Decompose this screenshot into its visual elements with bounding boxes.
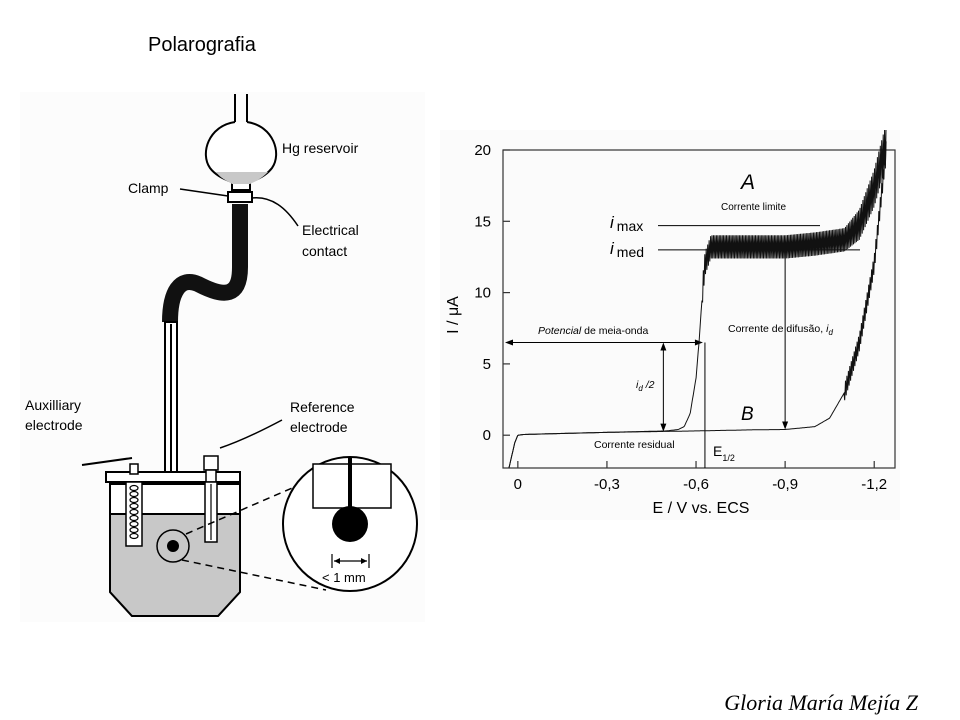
- y-tick-label: 0: [483, 427, 491, 444]
- polarogram-chart: 0 5 10 15 20 0 -0,3 -0,6 -0,9 -1,2 I / μA E / V …: [440, 123, 900, 520]
- label-reference-electrode: Reference: [290, 399, 355, 415]
- label-corrente-residual: Corrente residual: [594, 439, 675, 451]
- author-signature: Gloria María Mejía Z: [724, 690, 918, 715]
- label-clamp: Clamp: [128, 180, 169, 196]
- arrowheads: [782, 421, 789, 430]
- magnified-drop-view: [282, 456, 418, 592]
- guide-lines: [505, 225, 860, 468]
- plot-area: [502, 149, 896, 469]
- x-tick-label: -1,2: [861, 476, 887, 493]
- x-tick-label: -0,6: [683, 476, 709, 493]
- x-axis-label: E / V vs. ECS: [653, 500, 750, 517]
- x-tick-label: -0,3: [594, 476, 620, 493]
- apparatus-diagram: Hg reservoir Clamp Electrical contact Au…: [20, 92, 425, 622]
- curve-b: [508, 141, 887, 469]
- label-corrente-limite: Corrente limite: [721, 202, 786, 213]
- label-hg-reservoir: Hg reservoir: [282, 140, 359, 156]
- y-axis: 0 5 10 15 20: [474, 142, 510, 444]
- label-scale: < 1 mm: [322, 570, 366, 585]
- x-tick-label: -0,9: [772, 476, 798, 493]
- x-axis: 0 -0,3 -0,6 -0,9 -1,2: [514, 461, 887, 493]
- y-tick-label: 10: [474, 285, 491, 302]
- label-auxiliary-electrode: Auxilliary: [25, 397, 81, 413]
- y-axis-label: I / μA: [445, 296, 462, 334]
- label-potencial-meia-onda: Potencial de meia-onda: [538, 325, 648, 337]
- clamp: [227, 191, 253, 203]
- curve-a-letter: A: [739, 171, 755, 194]
- y-tick-label: 5: [483, 356, 491, 373]
- label-corrente-difusao: Corrente de difusão,id: [728, 323, 834, 337]
- curve-b-letter: B: [741, 404, 754, 425]
- y-tick-label: 20: [474, 142, 491, 159]
- label-electrical-contact: Electrical: [302, 222, 359, 238]
- x-tick-label: 0: [514, 476, 522, 493]
- label-electrical-contact-2: contact: [302, 243, 347, 259]
- curves: [508, 123, 887, 469]
- mercury-drop-small: [156, 529, 190, 563]
- y-tick-label: 15: [474, 213, 491, 230]
- label-reference-electrode-2: electrode: [290, 419, 348, 435]
- slide-title: Polarografia: [148, 34, 256, 56]
- label-id-half: id /2: [636, 379, 655, 393]
- auxiliary-electrode: [125, 463, 143, 547]
- label-e-half: E1/2: [713, 443, 735, 463]
- hg-reservoir: [205, 94, 277, 191]
- reference-electrode: [203, 455, 219, 543]
- label-auxiliary-electrode-2: electrode: [25, 417, 83, 433]
- mercury-tube: [162, 204, 248, 323]
